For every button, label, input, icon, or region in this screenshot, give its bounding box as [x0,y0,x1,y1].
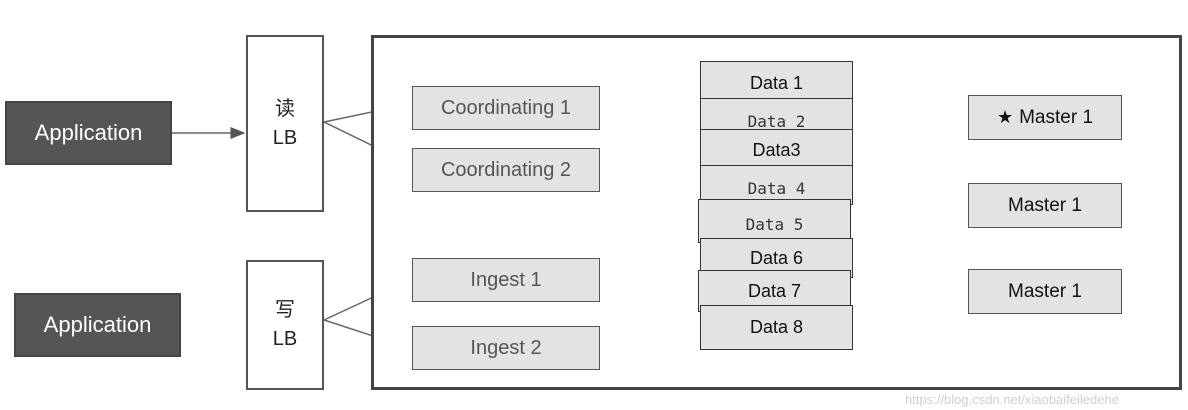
node-label: Ingest 2 [470,336,542,359]
data-node-label: Data 7 [747,280,802,301]
data-node-label: Data 5 [745,214,804,234]
node-label: Coordinating 2 [440,158,572,181]
data-node-label: Data 6 [749,247,804,268]
lb-label: LB [272,126,298,149]
node-label: Ingest 1 [470,268,542,291]
data-node-1: Data 1 [700,61,853,105]
data-node-3: Data3 [700,129,853,171]
write-load-balancer: 写 LB [246,260,324,390]
data-node-4: Data 4 [700,165,853,205]
coordinating-node-1: Coordinating 1 [412,86,600,130]
data-node-label: Data 8 [749,317,804,337]
master-node-label: Master 1 [1019,106,1094,128]
ingest-node-2: Ingest 2 [412,326,600,370]
data-node-5: Data 5 [698,199,851,243]
application-label: Application [43,312,152,337]
master-node-1: ★ Master 1 [968,95,1122,140]
ingest-node-1: Ingest 1 [412,258,600,302]
coordinating-node-2: Coordinating 2 [412,148,600,192]
master-node-2: Master 1 [968,183,1122,228]
application-box-read: Application [5,101,172,165]
master-node-3: Master 1 [968,269,1122,314]
lb-type-label: 写 [275,299,295,321]
read-load-balancer: 读 LB [246,35,324,212]
master-node-label: Master 1 [1008,280,1082,302]
watermark-text: https://blog.csdn.net/xiaobaifeiledehe [905,392,1119,407]
star-icon: ★ [996,107,1014,127]
data-node-8: Data 8 [700,305,853,350]
node-label: Coordinating 1 [440,96,572,119]
lb-type-label: 读 [275,97,295,120]
data-node-label: Data3 [752,139,801,160]
data-node-label: Data 1 [749,72,804,93]
data-node-label: Data 4 [747,178,806,198]
application-box-write: Application [14,293,181,357]
data-node-6: Data 6 [700,238,853,278]
data-node-label: Data 2 [747,111,806,131]
lb-label: LB [272,328,298,350]
application-label: Application [34,120,143,145]
master-node-label: Master 1 [1008,194,1082,216]
